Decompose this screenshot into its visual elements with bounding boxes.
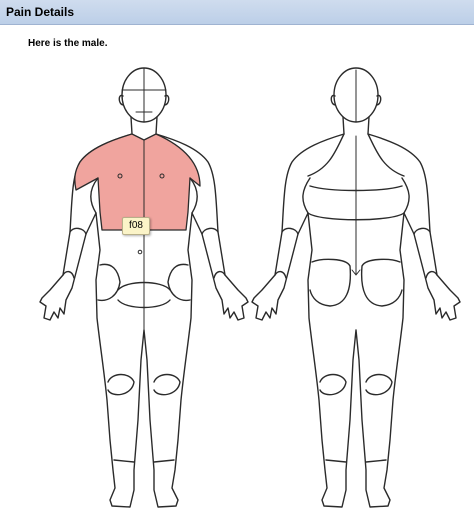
intro-text: Here is the male. [28, 38, 108, 49]
back-figure[interactable] [251, 67, 461, 508]
panel-title: Pain Details [6, 5, 75, 19]
front-figure[interactable] [39, 67, 249, 508]
panel-header: Pain Details [0, 0, 474, 25]
region-tooltip: f08 [122, 217, 150, 235]
front-chest-highlight[interactable] [74, 133, 201, 231]
